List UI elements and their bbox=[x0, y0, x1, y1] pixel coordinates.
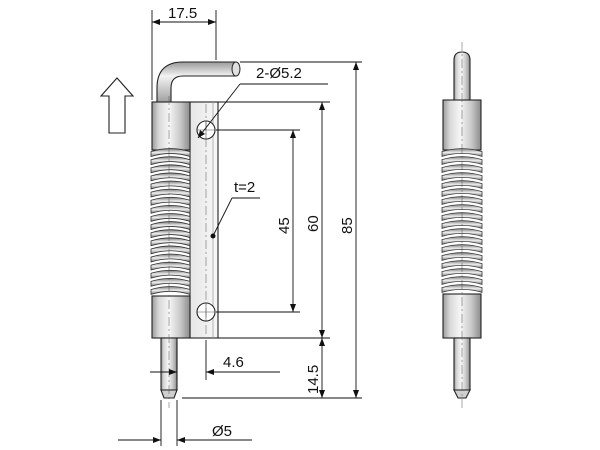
front-view bbox=[150, 61, 241, 408]
spring-coil bbox=[441, 252, 483, 261]
spring-coil bbox=[150, 164, 191, 174]
spring-coil bbox=[441, 172, 483, 181]
spring-coil bbox=[150, 229, 191, 239]
dimension-label-holes: 2-Ø5.2 bbox=[256, 65, 302, 82]
spring-coil bbox=[441, 156, 483, 165]
spring-coil bbox=[150, 221, 191, 231]
dimension-label-thickness: t=2 bbox=[234, 179, 255, 196]
dimension-plate-height: 60 bbox=[218, 101, 330, 339]
dimension-holes: 2-Ø5.2 bbox=[197, 65, 328, 139]
spring-coil bbox=[150, 269, 191, 279]
spring-coil bbox=[150, 213, 191, 222]
spring-coil bbox=[150, 253, 191, 263]
spring-coil bbox=[150, 245, 191, 255]
spring-coil bbox=[150, 148, 191, 158]
dimension-hole-spacing: 45 bbox=[216, 129, 300, 313]
dimension-label-overall-height: 85 bbox=[339, 217, 356, 234]
dimension-pin-diameter: Ø5 bbox=[118, 400, 252, 446]
spring-coil bbox=[150, 286, 191, 295]
dimension-pin-length: 14.5 bbox=[305, 338, 325, 398]
lower-housing bbox=[151, 295, 191, 339]
spring-coil bbox=[441, 236, 483, 245]
spring-coil bbox=[150, 204, 191, 214]
dimension-width-top: 17.5 bbox=[151, 5, 217, 100]
dimension-overall-height: 85 bbox=[182, 61, 362, 399]
dimension-label-hole-spacing: 45 bbox=[276, 217, 293, 234]
spring-coil bbox=[150, 172, 191, 182]
spring-coil bbox=[150, 237, 191, 247]
spring-coil bbox=[441, 188, 483, 197]
spring-coil bbox=[150, 180, 191, 190]
pin-handle bbox=[156, 61, 241, 103]
spring-coil bbox=[150, 188, 191, 198]
spring-coil bbox=[150, 196, 191, 206]
dimension-label-pin-diameter: Ø5 bbox=[212, 423, 232, 440]
dimension-pin-offset: 4.6 bbox=[150, 340, 280, 380]
dimension-label-pin-length: 14.5 bbox=[305, 365, 322, 394]
spring-coil bbox=[150, 277, 191, 287]
upper-housing bbox=[151, 101, 191, 151]
side-view bbox=[441, 42, 483, 408]
compression-spring bbox=[150, 148, 191, 295]
up-arrow-icon bbox=[99, 77, 135, 134]
spring-coil bbox=[150, 156, 191, 166]
spring-coil bbox=[150, 261, 191, 271]
dimension-label-plate-height: 60 bbox=[305, 215, 322, 232]
spring-coil bbox=[441, 268, 483, 277]
dimension-label-width-top: 17.5 bbox=[168, 5, 197, 22]
dimension-thickness: t=2 bbox=[210, 179, 260, 239]
dimension-label-pin-offset: 4.6 bbox=[223, 354, 244, 371]
